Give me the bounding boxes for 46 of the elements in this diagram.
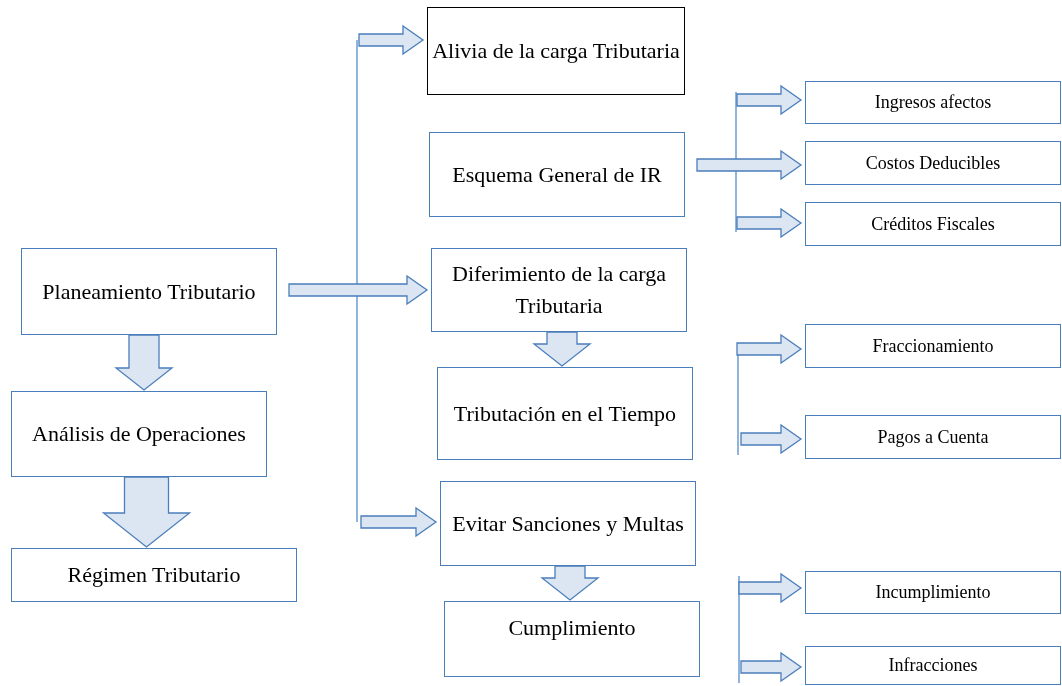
box-label: Esquema General de IR xyxy=(452,160,662,189)
box-label: Diferimiento de la carga Tributaria xyxy=(451,260,667,320)
box-label: Créditos Fiscales xyxy=(871,212,995,236)
block-arrow xyxy=(114,334,174,391)
block-arrow xyxy=(736,84,803,116)
block-arrow xyxy=(696,149,803,181)
block-arrow xyxy=(288,274,429,306)
box-label: Cumplimiento xyxy=(508,614,636,642)
box-label: Incumplimiento xyxy=(875,581,991,605)
box-label: Pagos a Cuenta xyxy=(877,425,989,449)
block-arrow xyxy=(358,24,425,56)
process-box xyxy=(427,7,685,95)
process-box xyxy=(11,548,297,602)
box-label: Infracciones xyxy=(888,654,978,678)
process-box xyxy=(21,248,277,335)
process-box xyxy=(805,81,1061,124)
process-box xyxy=(11,391,267,477)
block-arrow xyxy=(740,423,803,455)
process-box xyxy=(429,132,685,217)
block-arrow xyxy=(736,207,803,239)
process-box xyxy=(431,248,687,332)
process-box xyxy=(444,601,700,677)
box-label: Alivia de la carga Tributaria xyxy=(432,37,680,66)
box-label: Ingresos afectos xyxy=(874,91,992,115)
box-label: Evitar Sanciones y Multas xyxy=(452,509,684,538)
box-label: Planeamiento Tributario xyxy=(42,277,256,306)
block-arrow xyxy=(738,572,803,604)
process-box xyxy=(440,481,696,566)
block-arrow xyxy=(360,506,438,538)
process-box xyxy=(805,324,1061,368)
block-arrow xyxy=(736,333,803,365)
box-label: Costos Deducibles xyxy=(865,151,1001,175)
process-box xyxy=(437,367,693,460)
box-label: Tributación en el Tiempo xyxy=(453,399,677,428)
box-label: Fraccionamiento xyxy=(872,334,994,358)
box-label: Régimen Tributario xyxy=(67,561,241,590)
block-arrow xyxy=(540,565,600,601)
block-arrow xyxy=(101,476,192,548)
block-arrow xyxy=(740,651,803,683)
box-label: Análisis de Operaciones xyxy=(32,420,246,449)
block-arrow xyxy=(532,331,592,367)
process-box xyxy=(805,415,1061,459)
process-box xyxy=(805,141,1061,185)
process-box xyxy=(805,571,1061,614)
process-box xyxy=(805,646,1061,685)
process-box xyxy=(805,202,1061,246)
